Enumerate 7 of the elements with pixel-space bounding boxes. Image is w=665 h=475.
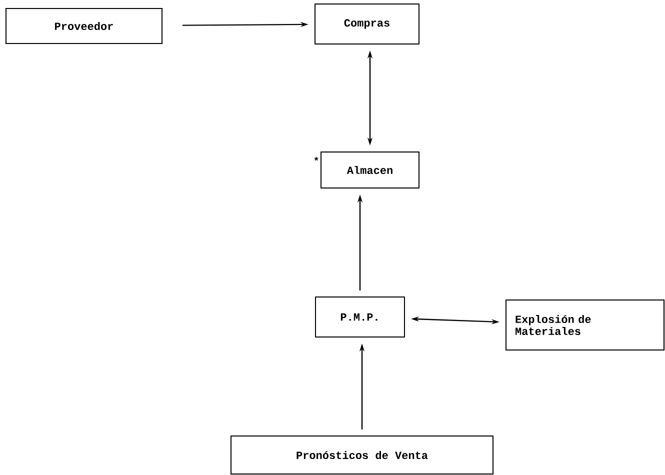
- process-box: Explosión de Materiales: [506, 300, 664, 350]
- process-box: P.M.P.: [315, 296, 405, 338]
- process-box: Pronósticos de Venta: [230, 436, 494, 474]
- process-box: Almacen: [320, 152, 420, 188]
- footnote-mark: *: [314, 156, 318, 161]
- process-box: Compras: [314, 4, 420, 44]
- process-box: Proveedor: [6, 8, 162, 44]
